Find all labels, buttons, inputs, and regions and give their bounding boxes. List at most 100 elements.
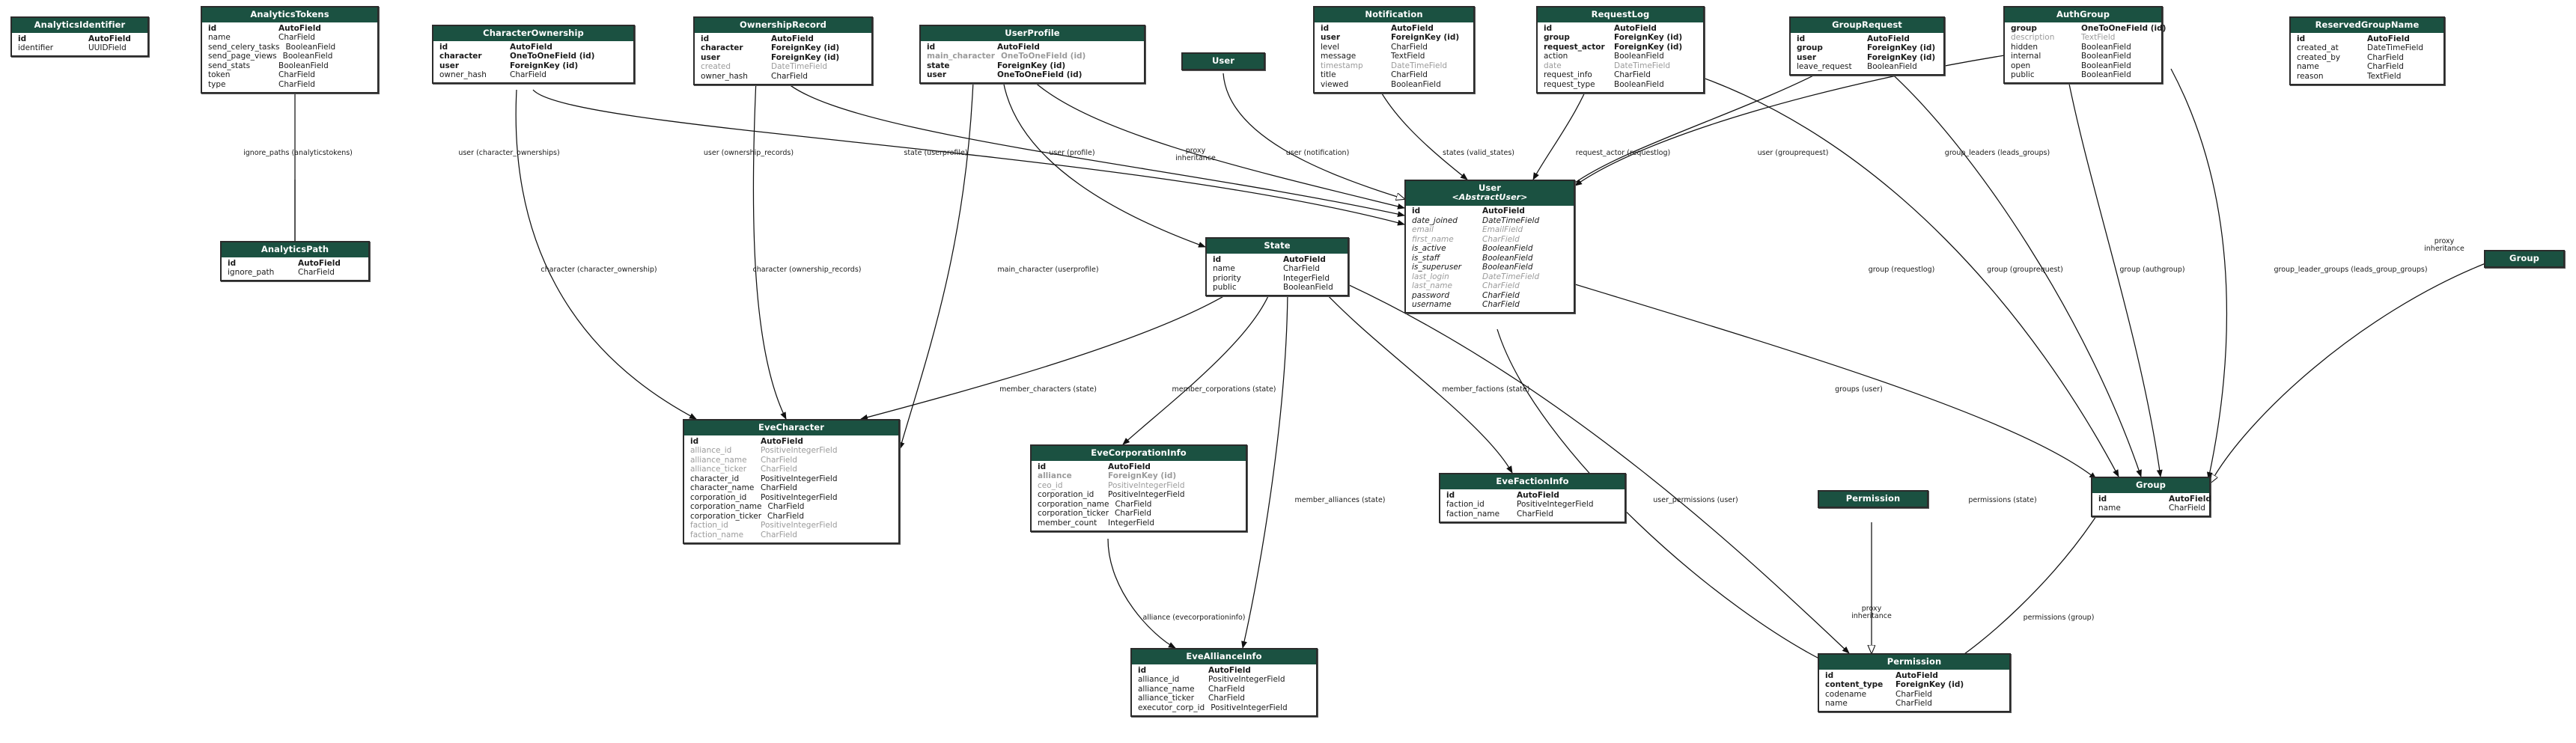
field-name: token	[208, 70, 231, 80]
field-name: faction_name	[690, 530, 744, 539]
field-name: corporation_id	[1038, 490, 1094, 500]
field-name: viewed	[1321, 79, 1349, 89]
field-type: AutoField	[88, 34, 131, 43]
field-name: action	[1544, 52, 1568, 61]
field-name: internal	[2011, 52, 2041, 61]
field-type: ForeignKey (id)	[1614, 33, 1683, 43]
entity-title-ownershiprecord: OwnershipRecord	[695, 18, 871, 34]
field-name: name	[1825, 699, 1848, 709]
field-name: faction_name	[1446, 509, 1500, 519]
field-type: CharField	[1482, 290, 1520, 300]
field-name: name	[208, 33, 231, 43]
field-name: faction_id	[1446, 500, 1485, 510]
field-type: CharField	[1391, 70, 1428, 80]
entity-group_right[interactable]: Group	[2484, 250, 2565, 269]
field-type: CharField	[761, 465, 797, 474]
field-type: DateTimeField	[1482, 215, 1540, 225]
field-name: leave_request	[1797, 62, 1852, 72]
entity-title-analyticsidentifier: AnalyticsIdentifier	[12, 18, 147, 34]
entity-name: AuthGroup	[2056, 9, 2110, 19]
edge-label: user (notification)	[1285, 149, 1350, 157]
entity-title-authgroup: AuthGroup	[2005, 7, 2161, 23]
field-type: CharField	[1208, 694, 1245, 703]
field-name: title	[1321, 70, 1336, 80]
field-name: alliance_id	[690, 446, 732, 456]
field-type: CharField	[2367, 52, 2404, 62]
field-type: UUIDField	[88, 43, 127, 53]
field-name: main_character	[927, 52, 995, 61]
field-type: ForeignKey (id)	[771, 52, 840, 62]
entity-name: UserProfile	[1005, 28, 1060, 38]
edge-label: member_alliances (state)	[1294, 496, 1386, 504]
field-type: CharField	[2367, 62, 2404, 72]
field-type: AutoField	[771, 34, 814, 43]
field-type: CharField	[1482, 300, 1520, 310]
field-type: ForeignKey (id)	[1896, 680, 1964, 690]
edge-label: group_leaders (leads_groups)	[1944, 149, 2050, 157]
field-type: DateTimeField	[1391, 61, 1448, 70]
entity-name: OwnershipRecord	[739, 19, 827, 30]
entity-name: CharacterOwnership	[483, 28, 584, 38]
field-name: id	[1321, 23, 1330, 33]
entity-user_top[interactable]: User	[1181, 52, 1265, 71]
entity-name: AnalyticsTokens	[250, 9, 329, 19]
field-name: character_id	[690, 474, 740, 483]
entity-title-evefactioninfo: EveFactionInfo	[1440, 474, 1625, 490]
field-type: AutoField	[2169, 494, 2211, 504]
field-name: user	[1321, 33, 1341, 43]
field-name: hidden	[2011, 42, 2038, 52]
field-type: CharField	[1283, 264, 1320, 274]
field-name: public	[1213, 283, 1237, 293]
field-type: PositiveIntegerField	[761, 521, 838, 531]
field-name: group	[2011, 23, 2037, 33]
field-name: created	[701, 62, 731, 72]
field-name: last_login	[1412, 272, 1449, 281]
field-name: send_celery_tasks	[208, 42, 280, 52]
field-type: BooleanField	[2081, 52, 2131, 61]
field-name: character	[701, 43, 743, 53]
edge-label: user (ownership_records)	[703, 149, 794, 157]
entity-permission_small[interactable]: Permission	[1818, 490, 1928, 509]
field-name: id	[1825, 670, 1834, 680]
field-type: CharField	[767, 511, 804, 521]
entity-title-state: State	[1207, 239, 1348, 254]
field-name: is_active	[1412, 244, 1446, 254]
field-name: id	[208, 23, 217, 33]
field-name: first_name	[1412, 234, 1454, 244]
entity-title-userprofile: UserProfile	[921, 26, 1144, 42]
